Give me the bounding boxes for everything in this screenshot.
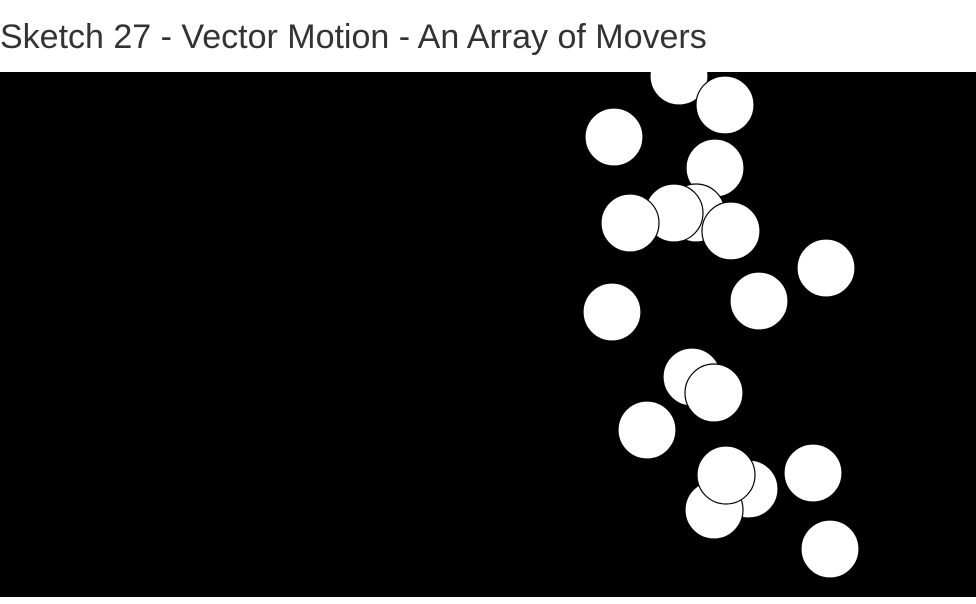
mover-circle xyxy=(684,363,744,423)
mover-circle xyxy=(695,75,755,135)
mover-circle xyxy=(600,193,660,253)
mover-circle xyxy=(729,271,789,331)
mover-circle xyxy=(783,443,843,503)
mover-circle xyxy=(584,107,644,167)
page-title: Sketch 27 - Vector Motion - An Array of … xyxy=(0,18,707,56)
mover-circle xyxy=(649,72,709,106)
mover-circle xyxy=(701,201,761,261)
sketch-canvas[interactable] xyxy=(0,72,976,597)
mover-circle xyxy=(582,282,642,342)
mover-circle xyxy=(696,445,756,505)
sketch-svg xyxy=(582,72,860,579)
mover-circle xyxy=(617,400,677,460)
mover-circle xyxy=(800,519,860,579)
mover-circle xyxy=(796,238,856,298)
